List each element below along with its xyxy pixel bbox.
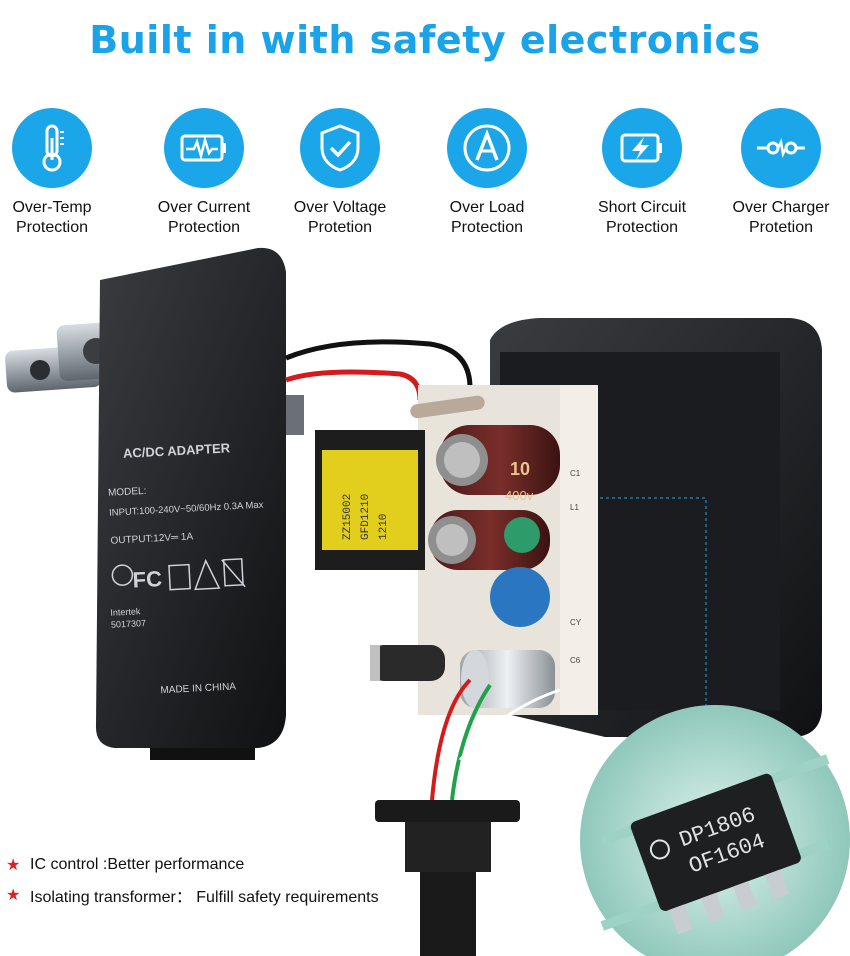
svg-text:C1: C1 xyxy=(570,469,581,478)
cap-label-2: 400v xyxy=(505,488,534,503)
battery-pulse-icon xyxy=(164,108,244,188)
transformer-label-2: GFD1210 xyxy=(360,494,372,540)
star-icon: ★ xyxy=(6,857,21,874)
ampere-icon xyxy=(447,108,527,188)
bullet-list: ★ IC control :Better performance ★ Isola… xyxy=(6,850,379,910)
shield-check-icon xyxy=(300,108,380,188)
transformer-label-3: 1210 xyxy=(378,514,390,540)
adapter-output: OUTPUT:12V═ 1A xyxy=(110,531,193,546)
product-scene: AC/DC ADAPTER MODEL: INPUT:100-240V~50/6… xyxy=(0,240,850,956)
cert-text: Intertek xyxy=(110,606,141,618)
cable-strain-relief xyxy=(375,800,520,956)
fc-mark: FC xyxy=(132,566,163,593)
adapter-title: AC/DC ADAPTER xyxy=(123,440,231,461)
headline: Built in with safety electronics xyxy=(89,18,761,62)
svg-text:L1: L1 xyxy=(570,503,579,512)
made-in-text: MADE IN CHINA xyxy=(160,681,236,696)
svg-text:C6: C6 xyxy=(570,656,581,665)
star-icon: ★ xyxy=(6,887,21,904)
transformer: ZZ15002 GFD1210 1210 xyxy=(315,430,425,570)
battery-bolt-icon xyxy=(602,108,682,188)
svg-text:CY: CY xyxy=(570,618,582,627)
adapter-housing xyxy=(95,247,304,760)
transformer-label-1: ZZ15002 xyxy=(342,494,354,540)
thermometer-icon xyxy=(12,108,92,188)
plug-connector-icon xyxy=(741,108,821,188)
bullet-item: ★ Isolating transformer： Fulfill safety … xyxy=(6,887,379,906)
chip-inset: DP1806 OF1604 xyxy=(580,705,850,956)
cap-label-1: 10 xyxy=(510,459,530,479)
bullet-item: ★ IC control :Better performance xyxy=(6,856,245,874)
adapter-model: MODEL: xyxy=(108,486,147,499)
cert-number: 5017307 xyxy=(111,618,147,630)
